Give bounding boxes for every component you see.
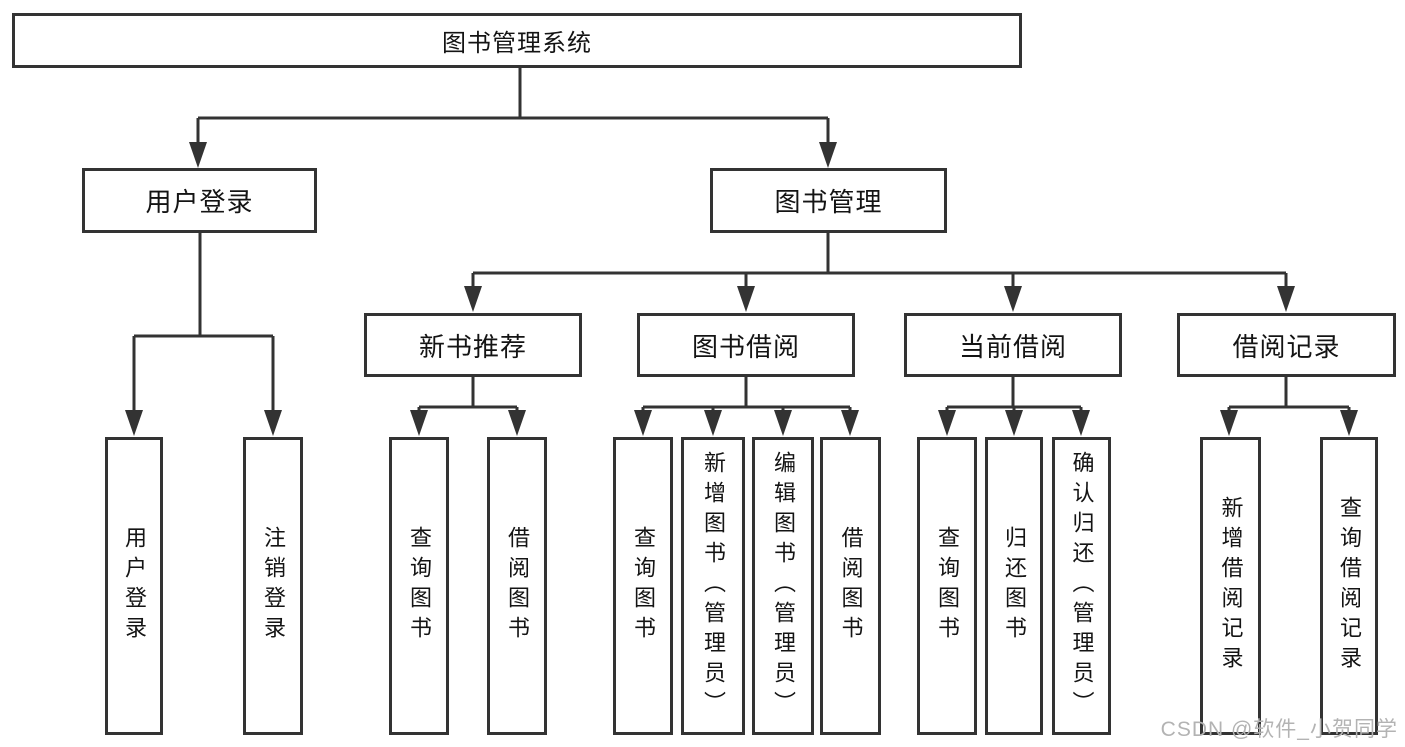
node-book-management-module: 图书管理 [710, 168, 947, 233]
leaf-query-books-current: 查询图书 [917, 437, 977, 735]
arrow-icon [464, 286, 482, 312]
arrow-icon [841, 410, 859, 436]
arrow-icon [938, 410, 956, 436]
leaf-label: 新增图书（管理员） [701, 451, 726, 721]
node-current-borrowing: 当前借阅 [904, 313, 1122, 377]
arrowheads [125, 142, 1358, 436]
arrow-icon [1004, 286, 1022, 312]
node-book-borrowing: 图书借阅 [637, 313, 855, 377]
arrow-icon [1277, 286, 1295, 312]
leaf-confirm-return-admin: 确认归还（管理员） [1052, 437, 1111, 735]
node-user-login-module: 用户登录 [82, 168, 317, 233]
leaf-return-books: 归还图书 [985, 437, 1043, 735]
leaf-label: 借阅图书 [505, 526, 530, 646]
leaf-label: 用户登录 [122, 526, 147, 646]
leaf-label: 新增借阅记录 [1218, 496, 1244, 676]
leaf-label: 编辑图书（管理员） [771, 451, 796, 721]
leaf-query-books-recommend: 查询图书 [389, 437, 449, 735]
leaf-label: 借阅图书 [838, 526, 864, 646]
arrow-icon [189, 142, 207, 168]
leaf-logout: 注销登录 [243, 437, 303, 735]
leaf-borrow-books-recommend: 借阅图书 [487, 437, 547, 735]
leaf-add-books-admin: 新增图书（管理员） [681, 437, 745, 735]
leaf-label: 注销登录 [261, 526, 286, 646]
leaf-borrow-books-borrowing: 借阅图书 [820, 437, 881, 735]
leaf-label: 归还图书 [1002, 526, 1027, 646]
arrow-icon [1340, 410, 1358, 436]
node-root-system: 图书管理系统 [12, 13, 1022, 68]
arrow-icon [410, 410, 428, 436]
node-borrowing-records: 借阅记录 [1177, 313, 1396, 377]
leaf-label: 查询图书 [935, 526, 960, 646]
leaf-add-borrow-record: 新增借阅记录 [1200, 437, 1261, 735]
leaf-label: 查询图书 [631, 526, 656, 646]
leaf-query-books-borrowing: 查询图书 [613, 437, 673, 735]
arrow-icon [819, 142, 837, 168]
arrow-icon [125, 410, 143, 436]
leaf-label: 确认归还（管理员） [1069, 451, 1095, 721]
leaf-user-login: 用户登录 [105, 437, 163, 735]
arrow-icon [634, 410, 652, 436]
arrow-icon [774, 410, 792, 436]
leaf-label: 查询借阅记录 [1337, 496, 1362, 676]
arrow-icon [508, 410, 526, 436]
arrow-icon [704, 410, 722, 436]
leaf-edit-books-admin: 编辑图书（管理员） [752, 437, 814, 735]
leaf-label: 查询图书 [407, 526, 432, 646]
watermark: CSDN @软件_小贺同学 [1160, 718, 1398, 741]
leaf-query-borrow-record: 查询借阅记录 [1320, 437, 1378, 735]
arrow-icon [1072, 410, 1090, 436]
arrow-icon [264, 410, 282, 436]
node-new-book-recommendation: 新书推荐 [364, 313, 582, 377]
arrow-icon [1005, 410, 1023, 436]
arrow-icon [1220, 410, 1238, 436]
arrow-icon [737, 286, 755, 312]
